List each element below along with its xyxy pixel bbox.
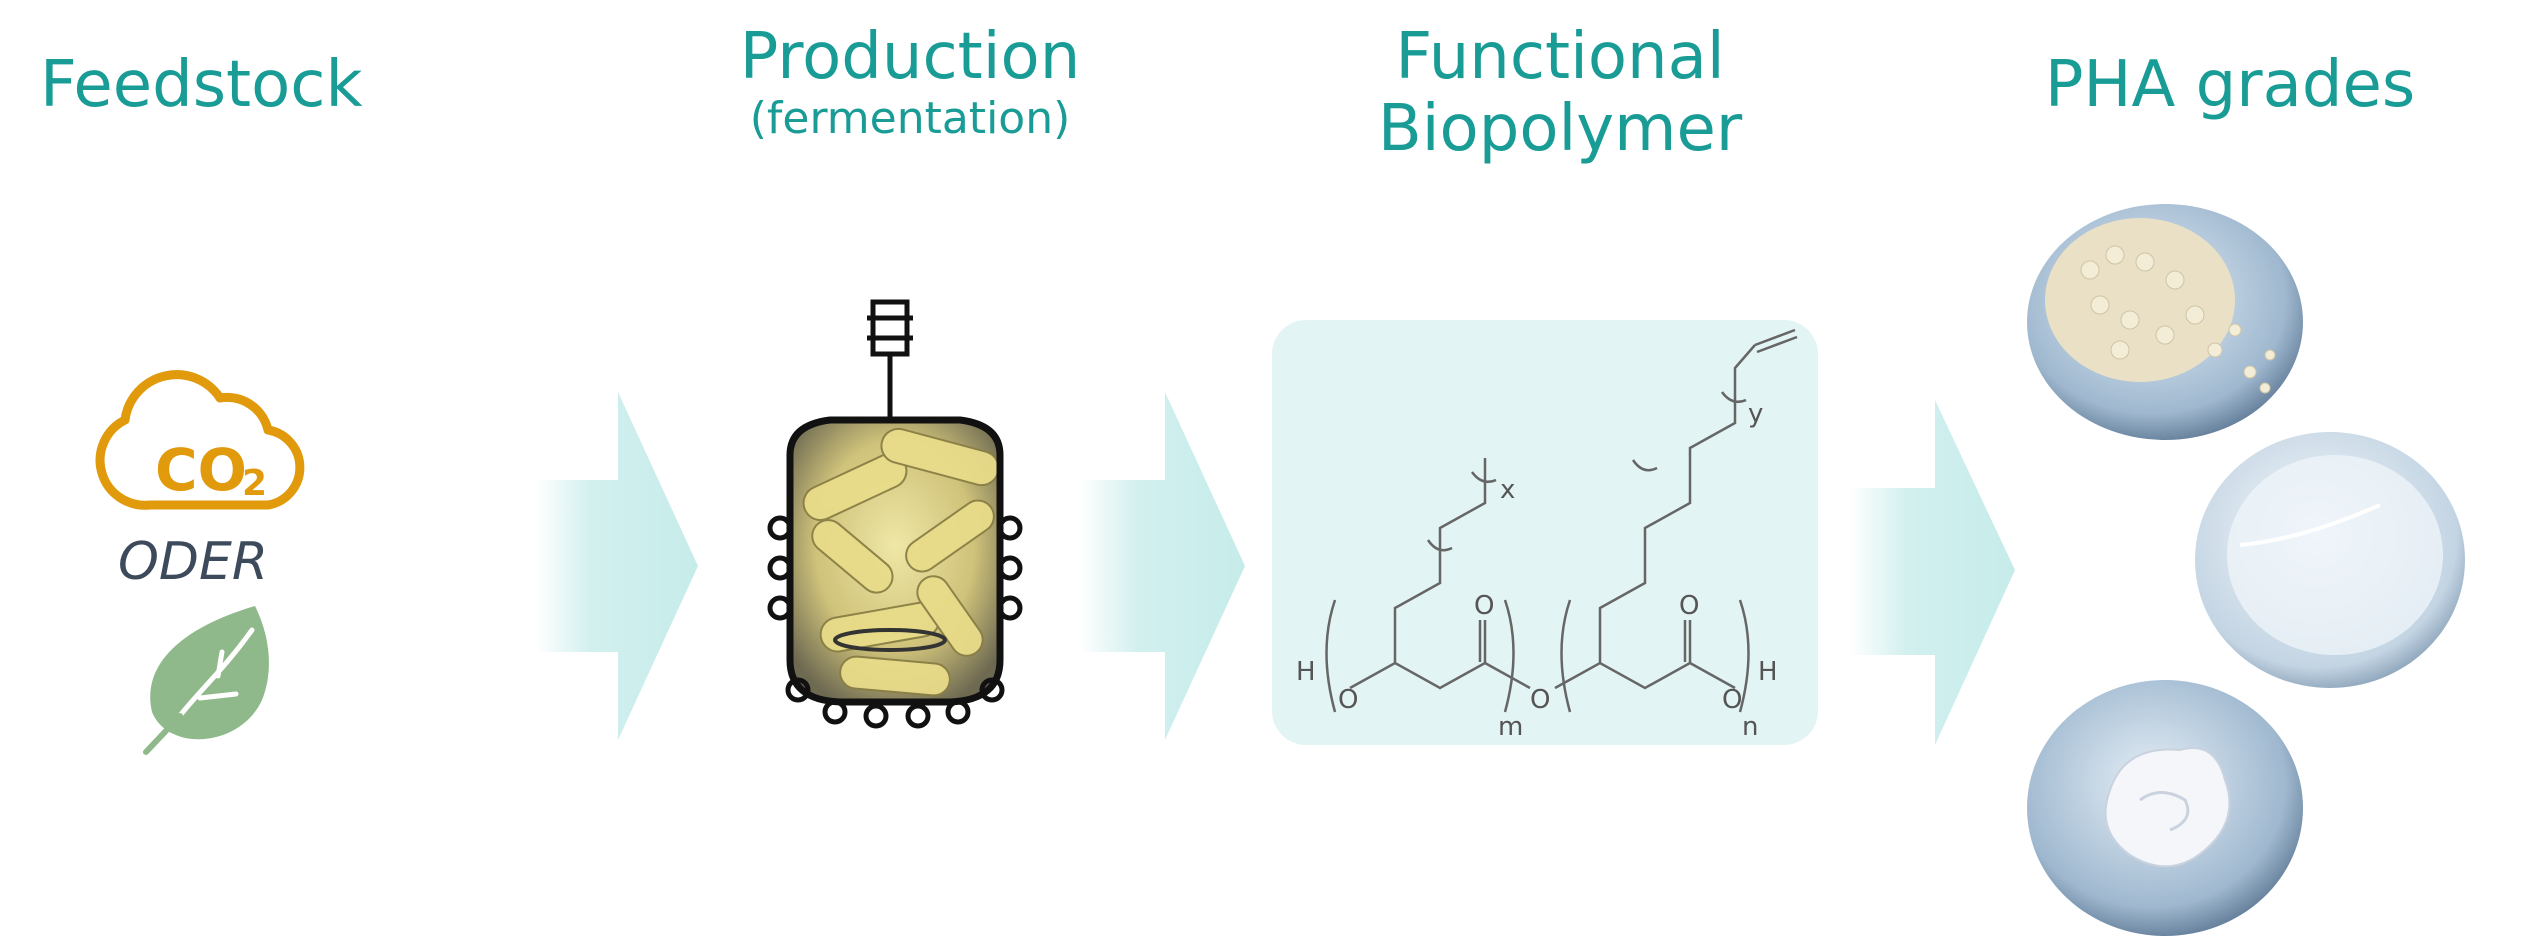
subscript-y: y — [1748, 399, 1763, 429]
atom-o-carbonyl-left: O — [1474, 591, 1494, 621]
atom-o-link: O — [1530, 685, 1550, 715]
arrow-production-to-biopolymer — [1080, 392, 1245, 740]
atom-o-carbonyl-right: O — [1679, 591, 1699, 621]
heading-biopolymer-line1: Functional — [1395, 20, 1725, 94]
atom-h-right: H — [1758, 657, 1778, 687]
heading-pha-grades: PHA grades — [1970, 48, 2490, 122]
subscript-x: x — [1500, 475, 1515, 505]
co2-cloud-text: CO — [155, 436, 247, 504]
atom-h-left: H — [1296, 657, 1316, 687]
granules-petri-dish — [2027, 204, 2303, 440]
atom-o-ring-left: O — [1338, 685, 1358, 715]
heading-pha-grades-text: PHA grades — [2044, 48, 2416, 122]
biopolymer-structure-panel — [1272, 320, 1818, 745]
heading-biopolymer-line2: Biopolymer — [1377, 91, 1743, 166]
heading-production-text: Production — [739, 20, 1081, 94]
heading-production-subtitle: (fermentation) — [749, 92, 1071, 144]
heading-feedstock-text: Feedstock — [40, 48, 363, 122]
heading-feedstock: Feedstock — [40, 48, 420, 122]
film-petri-dish — [2195, 432, 2465, 688]
subscript-n: n — [1742, 712, 1758, 742]
heading-production: Production (fermentation) — [650, 20, 1170, 144]
atom-o-ring-right: O — [1722, 685, 1742, 715]
foam-petri-dish — [2027, 680, 2303, 936]
heading-functional-biopolymer: Functional Biopolymer — [1300, 20, 1820, 166]
subscript-m: m — [1498, 712, 1523, 742]
co2-cloud-subscript: 2 — [242, 463, 267, 504]
arrow-feedstock-to-production — [535, 392, 698, 740]
or-label: ODER — [118, 532, 268, 592]
arrow-biopolymer-to-pha — [1850, 400, 2015, 745]
